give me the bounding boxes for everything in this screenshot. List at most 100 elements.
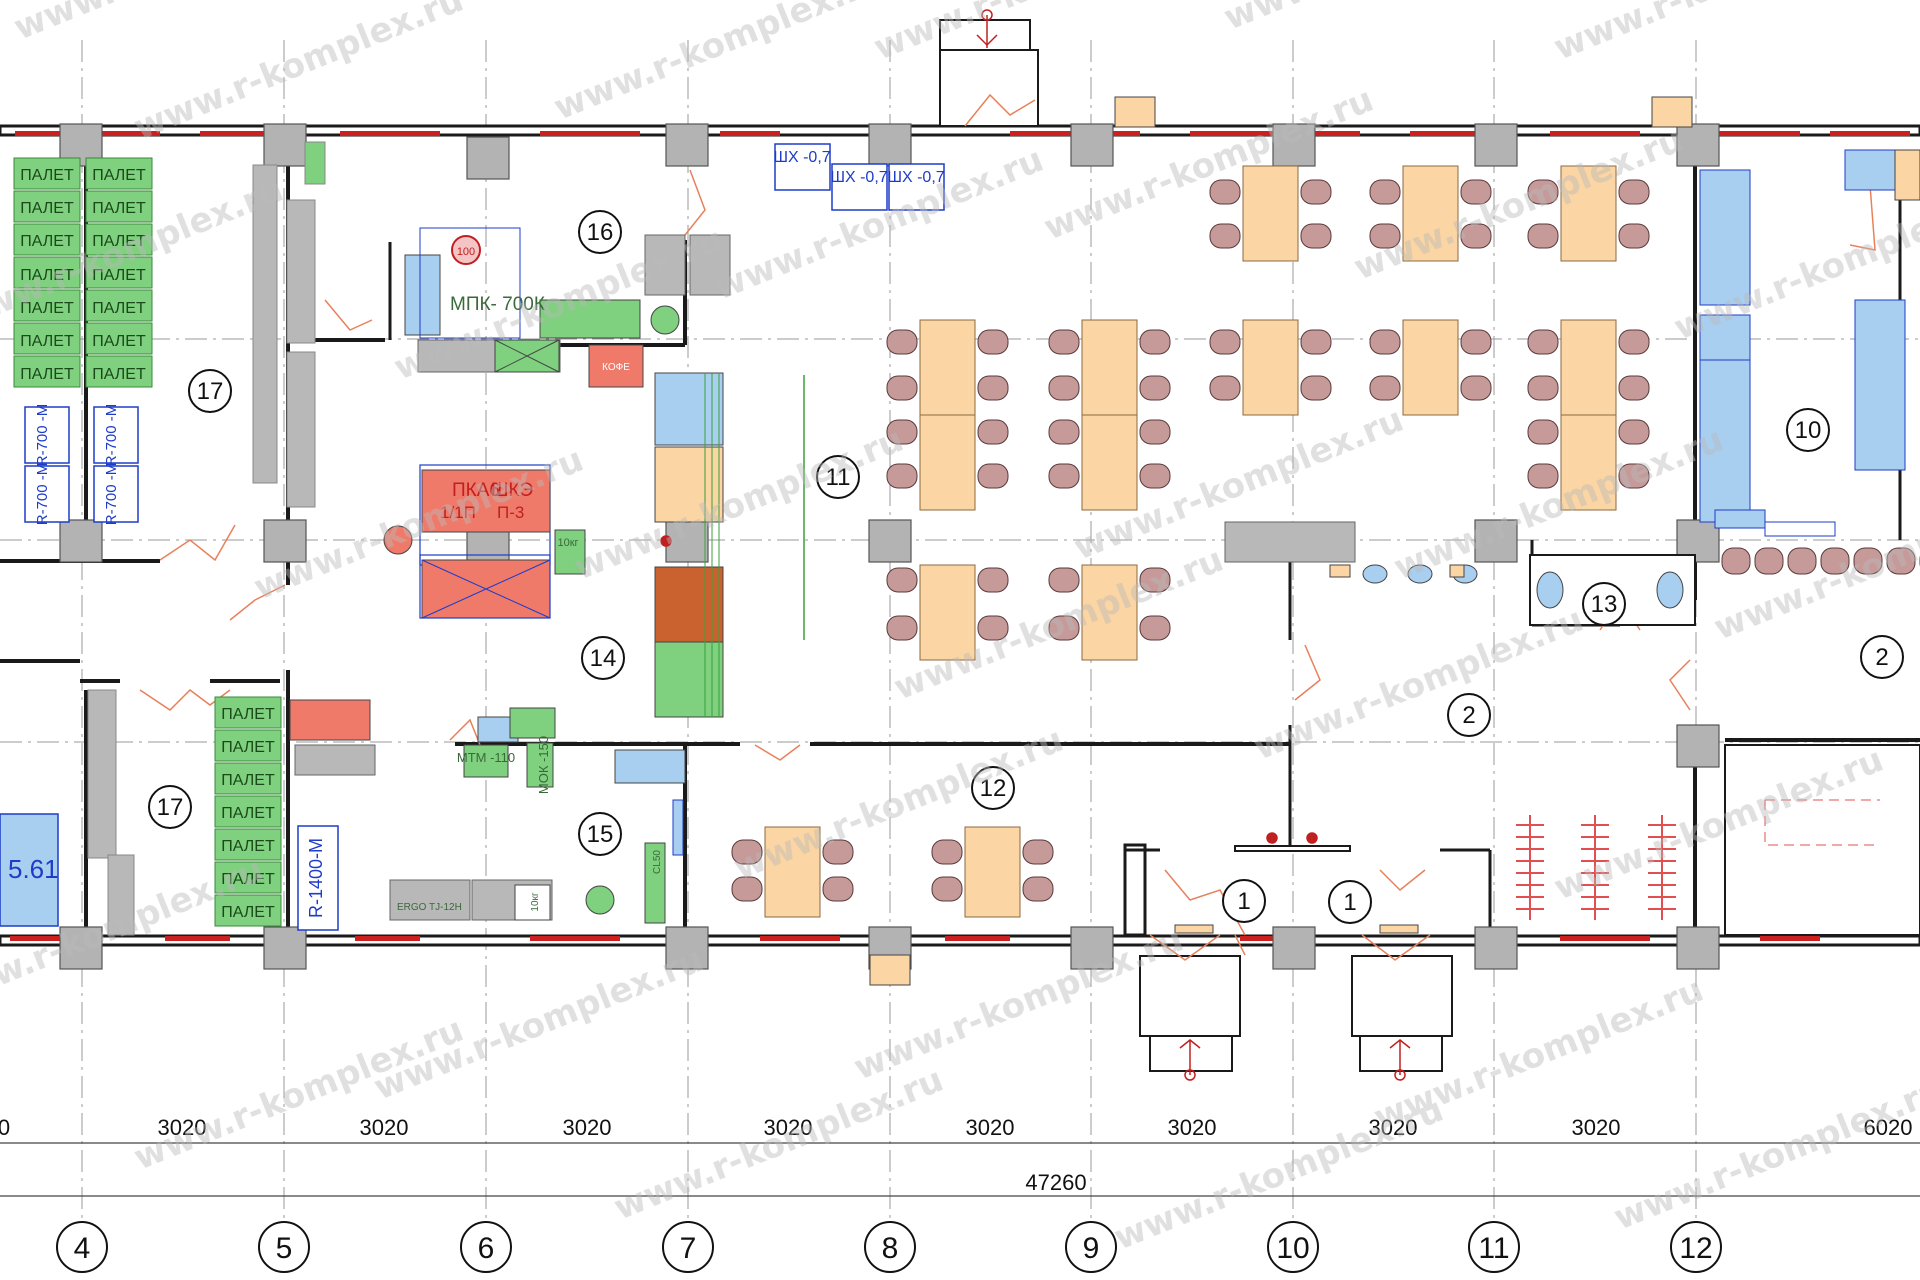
- palet-label: ПАЛЕТ: [221, 871, 275, 888]
- chair: [1139, 375, 1171, 401]
- room-17-a: 17: [197, 378, 224, 405]
- room-14: 14: [590, 645, 617, 672]
- window: [1760, 936, 1820, 941]
- span-dimension: 6020: [1864, 1115, 1913, 1140]
- chair: [1300, 179, 1332, 205]
- room-2-b: 2: [1875, 644, 1888, 671]
- window: [720, 131, 780, 136]
- storage-labels: ПАЛЕТ ПАЛЕТ ПАЛЕТ ПАЛЕТ ПАЛЕТ ПАЛЕТ ПАЛЕ…: [20, 167, 275, 921]
- room-2-a: 2: [1462, 702, 1475, 729]
- span-dimension: 3020: [1369, 1115, 1418, 1140]
- walls: [0, 19, 1920, 1072]
- watermark-text: www.r-komplex.ru: [1608, 1070, 1920, 1239]
- chair: [1048, 567, 1080, 593]
- dining-table: [1402, 319, 1459, 416]
- cl50-label: CL50: [652, 850, 663, 874]
- span-dimension: 0: [0, 1115, 10, 1140]
- room-markers: 17 17 16 14 15 11 12 2 2 10 13 1 1: [148, 210, 1904, 924]
- chair: [1460, 329, 1492, 355]
- chair: [1527, 375, 1559, 401]
- chair: [1139, 329, 1171, 355]
- shelving: [87, 141, 326, 936]
- chair: [1460, 375, 1492, 401]
- chair: [977, 329, 1009, 355]
- room-1-b: 1: [1343, 889, 1356, 916]
- structural-column: [1474, 519, 1518, 563]
- storage-racks: [13, 157, 282, 927]
- axis-label: 9: [1083, 1232, 1100, 1265]
- chair: [1618, 419, 1650, 445]
- kofe-label: КОФЕ: [602, 362, 630, 373]
- chair: [886, 419, 918, 445]
- chair: [1527, 419, 1559, 445]
- chair: [1618, 375, 1650, 401]
- axis-label: 6: [478, 1232, 495, 1265]
- ergo-label: ERGO TJ-12H: [397, 902, 462, 913]
- window: [1240, 936, 1300, 941]
- watermark-text: www.r-komplex.ru: [1248, 600, 1589, 769]
- kitchen-equipment: [289, 227, 805, 924]
- structural-column: [1272, 123, 1316, 167]
- room-17-b: 17: [157, 794, 184, 821]
- chair: [1209, 375, 1241, 401]
- palet-label: ПАЛЕТ: [92, 233, 146, 250]
- chair: [1048, 463, 1080, 489]
- window: [355, 936, 420, 941]
- dimension-lines: [0, 1142, 1920, 1197]
- palet-label: ПАЛЕТ: [20, 233, 74, 250]
- palet-label: ПАЛЕТ: [221, 904, 275, 921]
- chair: [886, 615, 918, 641]
- palet-label: ПАЛЕТ: [221, 805, 275, 822]
- chair: [1527, 463, 1559, 489]
- chair: [1618, 329, 1650, 355]
- palet-rack: [214, 894, 282, 927]
- room-10: 10: [1795, 417, 1822, 444]
- area-value: 5.61: [8, 854, 59, 884]
- chair: [977, 567, 1009, 593]
- chair: [1300, 223, 1332, 249]
- dining-table: [1560, 414, 1617, 511]
- r700-label: R-700 -M: [103, 404, 120, 467]
- axis-label: 4: [74, 1232, 91, 1265]
- window: [1700, 131, 1800, 136]
- span-dimension: 3020: [158, 1115, 207, 1140]
- room-15: 15: [587, 821, 614, 848]
- chair: [1139, 463, 1171, 489]
- dining-table: [1081, 414, 1138, 511]
- palet-rack: [13, 157, 81, 190]
- axis-label: 5: [276, 1232, 293, 1265]
- mok-label: МОК -150: [536, 736, 551, 794]
- palet-label: ПАЛЕТ: [92, 167, 146, 184]
- structural-column: [1474, 123, 1518, 167]
- palet-label: ПАЛЕТ: [92, 366, 146, 383]
- structural-column: [1070, 926, 1114, 970]
- chair: [886, 463, 918, 489]
- span-dimension: 3020: [1572, 1115, 1621, 1140]
- palet-rack: [214, 828, 282, 861]
- room-11: 11: [826, 464, 851, 491]
- kg10b-label: 10кг: [530, 892, 541, 911]
- window: [540, 131, 640, 136]
- axis-label: 12: [1679, 1232, 1712, 1265]
- dining-table: [964, 826, 1021, 918]
- shke-sub-label: П-3: [497, 503, 524, 522]
- structural-column: [1272, 926, 1316, 970]
- chair: [1139, 567, 1171, 593]
- palet-label: ПАЛЕТ: [92, 300, 146, 317]
- chair: [1721, 547, 1751, 575]
- structural-column: [868, 519, 912, 563]
- chair: [1820, 547, 1850, 575]
- window: [1550, 131, 1640, 136]
- chair: [931, 876, 963, 902]
- window: [760, 936, 840, 941]
- coat-racks: [1516, 815, 1676, 920]
- span-dimension: 3020: [764, 1115, 813, 1140]
- chair: [977, 375, 1009, 401]
- chair: [886, 375, 918, 401]
- pka-sub-label: 1/1П: [440, 503, 476, 522]
- window: [165, 936, 230, 941]
- chair: [1209, 223, 1241, 249]
- window: [1560, 936, 1650, 941]
- palet-label: ПАЛЕТ: [20, 333, 74, 350]
- palet-rack: [214, 762, 282, 795]
